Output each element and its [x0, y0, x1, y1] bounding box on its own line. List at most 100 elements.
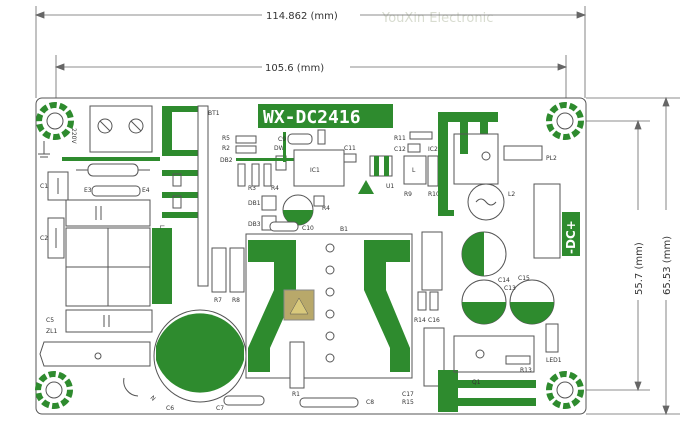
resistor-r7-r8 — [211, 247, 245, 293]
resistor-r14-c16 — [417, 291, 439, 311]
label-c6: C6 — [166, 405, 174, 412]
label-c16: C16 — [428, 317, 440, 324]
capacitor-c1 — [47, 171, 69, 201]
label-r11: R11 — [394, 135, 406, 142]
label-l-in: L — [158, 225, 165, 229]
resistor-e — [91, 185, 141, 197]
label-ic1: IC1 — [310, 167, 320, 174]
mounting-hole-top-left — [36, 102, 74, 140]
resistor-r13 — [505, 355, 531, 365]
label-zl1: ZL1 — [46, 328, 57, 335]
resistor-r11 — [409, 131, 433, 140]
rectifier-zl1 — [39, 341, 151, 367]
label-dw: DW — [274, 145, 285, 152]
label-r14: R14 — [414, 317, 426, 324]
label-e4: E4 — [142, 187, 150, 194]
label-c2: C2 — [40, 235, 48, 242]
label-r5: R5 — [222, 135, 230, 142]
capacitor-c2 — [47, 217, 65, 259]
label-c5: C5 — [46, 317, 54, 324]
capacitor-c11 — [343, 153, 357, 163]
output-heatsink-outline — [453, 133, 535, 373]
ground-icon — [38, 141, 50, 158]
label-e3: E3 — [84, 187, 92, 194]
capacitor-x-top — [65, 199, 151, 227]
capacitor-c9 — [287, 133, 313, 145]
label-c13: C13 — [504, 285, 516, 292]
label-r2: R2 — [222, 145, 230, 152]
label-c14: C14 — [498, 277, 510, 284]
label-u1: U1 — [386, 183, 394, 190]
label-r9: R9 — [404, 191, 412, 198]
label-db2: DB2 — [220, 157, 233, 164]
resistor-big — [289, 341, 305, 389]
led1 — [545, 323, 559, 353]
output-label-box — [562, 212, 580, 256]
label-c10: C10 — [302, 225, 314, 232]
fuse — [76, 163, 150, 177]
label-r13: R13 — [520, 367, 532, 374]
dimension-inner-width — [54, 55, 568, 100]
heatsink-bt1 — [162, 106, 198, 218]
warning-icon — [358, 180, 374, 194]
board-title: WX-DC2416 — [263, 107, 361, 128]
label-220v: 220V — [70, 128, 77, 144]
label-r10: R10 — [428, 191, 440, 198]
capacitor-c13 — [461, 279, 507, 325]
label-r4: R4 — [271, 185, 279, 192]
trace-choke-bar — [152, 228, 172, 304]
label-r4b: R4 — [322, 205, 330, 212]
dimension-outer-height — [586, 96, 680, 416]
ic1 — [293, 149, 345, 187]
dimension-outer-width-label: 114.862 (mm) — [266, 11, 338, 22]
resistor-group-left — [235, 135, 287, 187]
label-r15: R15 — [402, 399, 414, 406]
label-r1: R1 — [292, 391, 300, 398]
core-warning-icon — [289, 297, 309, 315]
label-c17: C17 — [402, 391, 414, 398]
transformer-b1-windings — [248, 240, 410, 372]
resistor-c7 — [223, 395, 265, 406]
heatsink-bt1-outline — [172, 105, 209, 287]
label-q1: Q1 — [472, 379, 481, 386]
resistor-pl2-area — [503, 145, 543, 161]
inductor-l2 — [467, 183, 505, 221]
output-terminal — [533, 183, 561, 259]
watermark: YouXin Electronic — [381, 11, 493, 26]
capacitor-c12 — [407, 143, 421, 153]
resistor-c8 — [299, 397, 359, 408]
trace-arc-n — [123, 377, 139, 397]
label-c11: C11 — [344, 145, 356, 152]
label-c15: C15 — [518, 275, 530, 282]
mounting-hole-bottom-left — [35, 371, 73, 409]
label-pl2: PL2 — [546, 155, 557, 162]
capacitor-c14 — [461, 231, 507, 277]
label-r3: R3 — [248, 185, 256, 192]
dimension-inner-width-label: 105.6 (mm) — [265, 63, 324, 74]
board-title-box — [258, 104, 393, 128]
label-n: N — [149, 394, 157, 402]
label-c1: C1 — [40, 183, 48, 190]
input-terminal-pl1 — [89, 105, 153, 153]
resistor-r10 — [427, 155, 439, 187]
common-mode-choke — [65, 227, 151, 307]
label-db1: DB1 — [248, 200, 261, 207]
label-led1: LED1 — [546, 357, 562, 364]
label-r8: R8 — [232, 297, 240, 304]
label-r7: R7 — [214, 297, 222, 304]
output-heatsink — [438, 112, 536, 412]
label-b1: B1 — [340, 226, 348, 233]
transformer-pins — [325, 243, 335, 363]
label-ic2: IC2 — [428, 146, 438, 153]
label-c9: C9 — [278, 136, 286, 143]
label-c8: C8 — [366, 399, 374, 406]
mounting-hole-top-right — [546, 102, 584, 140]
dimension-outer-height-label: 65.53 (mm) — [662, 236, 673, 295]
trace-left-bus — [62, 157, 160, 161]
diode-db — [261, 195, 277, 231]
label-bt1: BT1 — [208, 110, 220, 117]
label-c7: C7 — [216, 405, 224, 412]
trace-left-small — [236, 132, 294, 162]
label-db3: DB3 — [248, 221, 261, 228]
